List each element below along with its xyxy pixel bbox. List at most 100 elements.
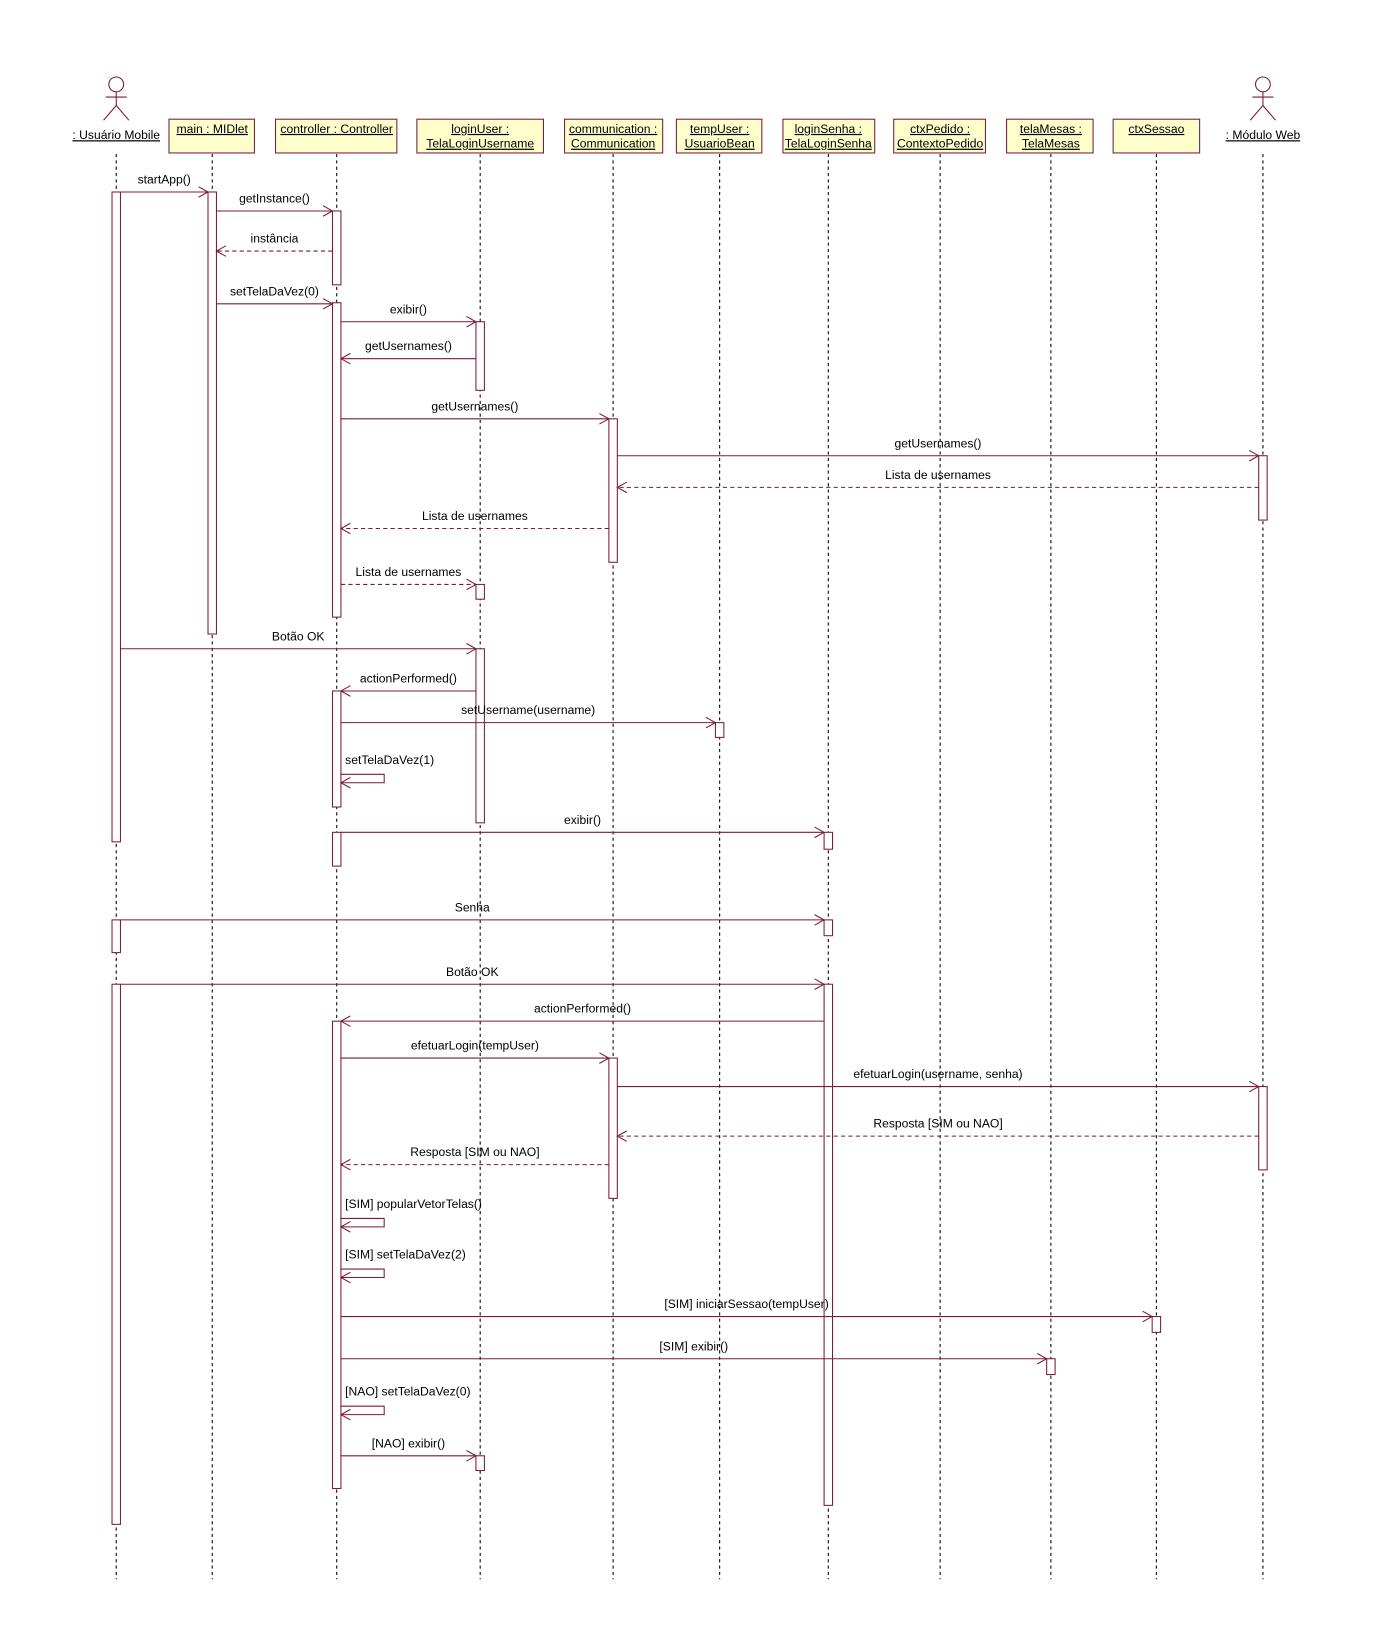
message-label: [NAO] setTelaDaVez(0) — [345, 1385, 470, 1399]
arrowhead-icon — [339, 352, 351, 365]
arrowhead-icon — [466, 643, 478, 655]
message-label: [SIM] exibir() — [659, 1339, 728, 1353]
message — [339, 1217, 385, 1233]
message — [339, 1268, 385, 1284]
message-label: Lista de usernames — [422, 509, 528, 523]
activation-bar — [331, 1020, 342, 1490]
activation-bar — [475, 583, 485, 600]
arrowhead-icon — [339, 1015, 351, 1027]
message — [340, 578, 478, 591]
participant-label: : Usuário Mobile — [72, 128, 160, 142]
activation-bar — [331, 690, 342, 808]
activation-bar — [331, 831, 342, 867]
arrowhead-icon — [599, 413, 610, 425]
message — [339, 1405, 385, 1421]
message — [339, 1015, 825, 1027]
participant-type: TelaMesas — [1022, 137, 1080, 151]
activation-bar — [1151, 1316, 1162, 1333]
participant-label: tempUser : — [690, 122, 749, 136]
message-label: efetuarLogin(tempUser) — [411, 1039, 539, 1053]
participant-lu — [416, 118, 545, 1580]
message-label: actionPerformed() — [534, 1002, 631, 1016]
activation-bar — [823, 983, 834, 1506]
arrowhead-icon — [322, 298, 334, 310]
participant-box — [168, 118, 255, 154]
message — [216, 298, 334, 310]
participant-box — [675, 118, 763, 154]
message — [339, 773, 385, 789]
message — [120, 186, 210, 198]
message — [339, 352, 476, 365]
activation-bar — [111, 919, 121, 954]
participant-type: TelaLoginSenha — [785, 137, 872, 151]
arrowhead-icon — [339, 685, 351, 697]
arrowhead-icon — [322, 205, 334, 217]
participant-label: controller : Controller — [280, 122, 393, 136]
activation-bar — [207, 191, 217, 635]
activation-bar — [714, 722, 725, 738]
participant-main — [168, 118, 255, 1580]
activation-bar — [1046, 1358, 1056, 1376]
self-message-arrow — [340, 1268, 385, 1279]
participant-label: ctxSessao — [1128, 122, 1184, 136]
arrowhead-icon — [599, 1052, 610, 1064]
participant-box — [416, 118, 545, 154]
message — [616, 481, 1259, 494]
activation-bar — [823, 831, 834, 850]
actor-legs — [1249, 104, 1276, 121]
participant-label: ctxPedido : — [910, 122, 970, 136]
participant-box — [1006, 118, 1094, 154]
message-label: startApp() — [138, 173, 191, 187]
message — [215, 245, 333, 257]
message-label: setUsername(username) — [461, 703, 595, 717]
message — [120, 978, 826, 990]
participant-type: TelaLoginUsername — [426, 137, 534, 151]
message — [340, 1352, 1048, 1365]
message-label: Botão OK — [446, 965, 499, 979]
participant-um — [103, 76, 130, 1580]
message-label: [SIM] setTelaDaVez(2) — [345, 1248, 466, 1262]
activation-bar — [475, 648, 485, 824]
activation-bar — [331, 302, 342, 618]
message — [340, 826, 826, 839]
message-label: Botão OK — [272, 629, 325, 643]
actor-legs — [103, 104, 130, 121]
message-label: getUsernames() — [431, 399, 518, 413]
arrowhead-icon — [339, 1221, 351, 1233]
participant-type: ContextoPedido — [897, 137, 984, 151]
participant-ctx — [893, 118, 987, 1580]
activation-bar — [475, 1455, 485, 1472]
message-label: [SIM] iniciarSessao(tempUser) — [664, 1297, 828, 1311]
message-label: Lista de usernames — [885, 468, 991, 482]
message-label: Lista de usernames — [356, 565, 462, 579]
arrowhead-icon — [466, 1450, 478, 1462]
arrowhead-icon — [339, 522, 351, 535]
message — [216, 205, 334, 217]
arrowhead-icon — [814, 914, 826, 926]
activation-bar — [111, 191, 121, 843]
activation-bar — [608, 1057, 618, 1199]
arrowhead-icon — [1248, 449, 1260, 462]
message-label: getUsernames() — [895, 436, 982, 450]
arrowhead-icon — [814, 826, 826, 839]
message — [340, 1310, 1154, 1323]
arrowhead-icon — [705, 716, 717, 729]
message — [617, 1080, 1260, 1093]
actor-head-icon — [1255, 76, 1271, 93]
arrowhead-icon — [616, 481, 628, 494]
message-label: efetuarLogin(username, senha) — [853, 1067, 1022, 1081]
message-label: getInstance() — [239, 192, 310, 206]
participant-label: loginUser : — [451, 122, 509, 136]
message-label: Resposta [SIM ou NAO] — [873, 1117, 1002, 1131]
participant-type: Communication — [571, 137, 655, 151]
participant-ctrl — [275, 118, 398, 1580]
arrowhead-icon — [1036, 1352, 1048, 1365]
message — [340, 1052, 610, 1064]
activation-bar — [475, 321, 485, 391]
participant-box — [275, 118, 398, 154]
message-label: Resposta [SIM ou NAO] — [410, 1145, 539, 1159]
message-label: instância — [251, 232, 299, 246]
participant-label: main : MIDlet — [177, 122, 249, 136]
message — [340, 316, 478, 328]
